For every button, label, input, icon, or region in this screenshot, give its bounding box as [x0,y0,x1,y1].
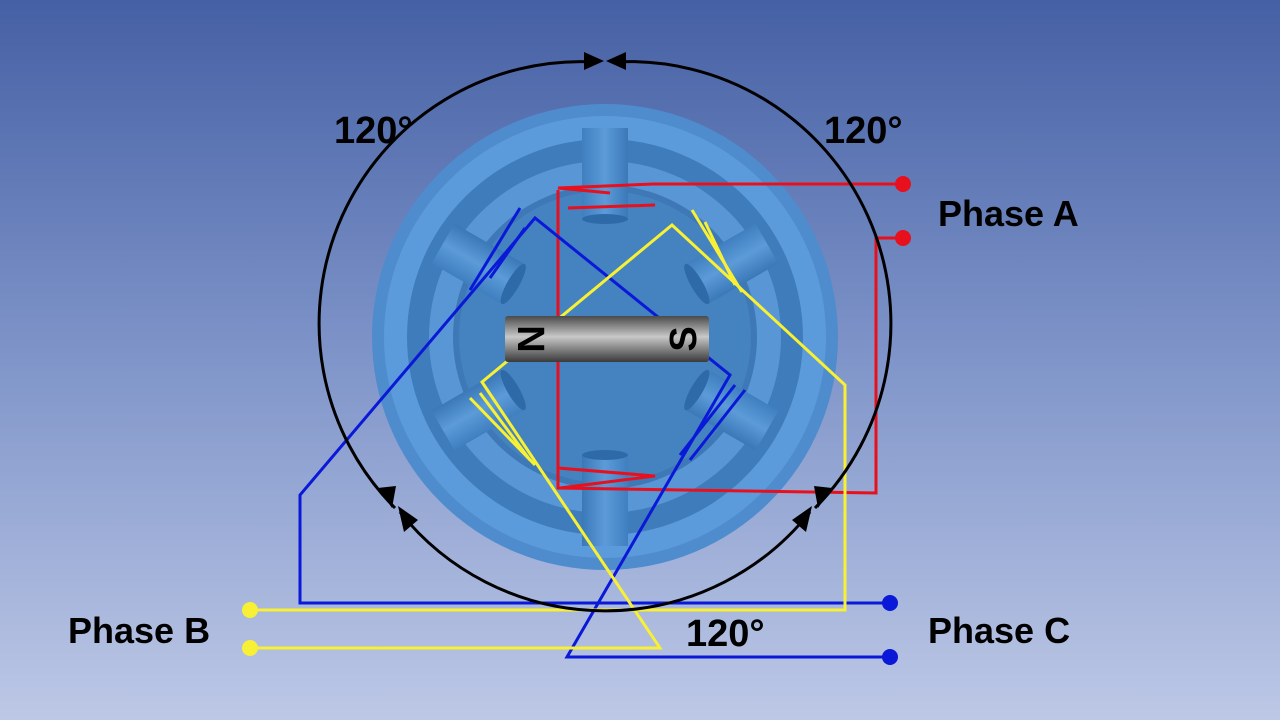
arc-bottom [398,511,812,613]
pole-bottom [582,454,628,546]
pole-top [582,128,628,220]
pole-upper-left [431,223,526,305]
phase-c-wiring [298,207,898,665]
phase-b-terminal-1[interactable] [242,602,258,618]
angle-label-top-left: 120° [334,110,413,152]
phase-a-terminal-2[interactable] [895,230,911,246]
phase-b-terminal-2[interactable] [242,640,258,656]
magnet-north-label: N [509,325,551,352]
phase-a-terminal-1[interactable] [895,176,911,192]
arrow-left-down-icon [378,486,396,508]
arc-arrowheads [378,52,832,532]
arrow-top-right-icon [606,52,626,70]
phase-a-label: Phase A [938,193,1079,234]
arc-right [613,60,893,510]
phase-c-terminal-1[interactable] [882,595,898,611]
rotation-arcs [317,60,893,613]
angle-label-top-right: 120° [824,110,903,152]
stator-poles [431,128,779,546]
angle-label-bottom: 120° [686,613,765,655]
phase-c-label: Phase C [928,610,1071,651]
arrow-left-up-icon [398,506,418,532]
phase-b-label: Phase B [68,610,211,651]
pole-lower-left [431,369,526,451]
arrow-right-down-icon [814,486,832,508]
pole-lower-right [684,369,779,451]
phase-c-terminal-2[interactable] [882,649,898,665]
magnet-bar [505,316,709,362]
phase-b-wiring [242,209,847,656]
arc-left [317,60,597,510]
pole-upper-right [684,223,779,305]
phase-a-wiring [556,176,911,495]
magnet-south-label: S [663,326,705,351]
arrow-right-up-icon [792,506,812,532]
arrow-top-left-icon [584,52,604,70]
rotor-magnet: N S [505,316,709,362]
